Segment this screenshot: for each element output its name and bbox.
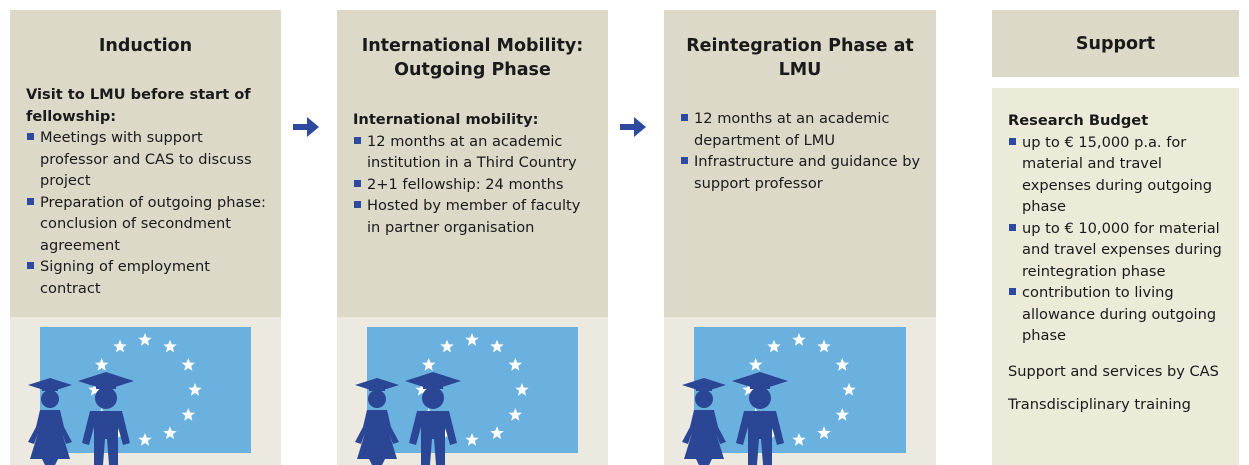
star-icon — [817, 426, 831, 439]
star-icon — [113, 339, 127, 353]
star-icon — [742, 383, 756, 396]
star-icon — [490, 426, 504, 439]
graduates-icon — [355, 372, 461, 465]
star-icon — [163, 426, 177, 439]
eu-flag — [40, 327, 251, 453]
star-icon — [465, 333, 479, 346]
list-item: contribution to living allowance during … — [1008, 282, 1231, 347]
graduates-icon — [28, 372, 134, 465]
star-icon — [138, 433, 152, 446]
arrow-right-icon — [293, 117, 319, 137]
support-panel: Research Budget up to € 15,000 p.a. for … — [992, 88, 1239, 465]
induction-list: Meetings with support professor and CAS … — [26, 127, 271, 299]
graduates-icon — [682, 372, 788, 465]
star-icon — [792, 333, 806, 346]
star-icon — [95, 358, 109, 371]
star-icon — [138, 333, 152, 346]
graduate-figure-part — [695, 390, 713, 408]
graduate-figure-part — [422, 387, 444, 409]
induction-subtitle: Visit to LMU before start of fellowship: — [26, 86, 251, 125]
reintegration-title: Reintegration Phase at LMU — [686, 36, 914, 80]
list-item: Infrastructure and guidance by support p… — [680, 151, 926, 194]
graduate-figure-part — [368, 390, 386, 408]
reintegration-text-area: Reintegration Phase at LMU 12 months at … — [664, 10, 936, 317]
graduate-figure-part — [750, 381, 770, 389]
list-item: up to € 10,000 for material and travel e… — [1008, 218, 1231, 283]
star-icon — [792, 433, 806, 446]
eu-flag — [694, 327, 906, 453]
star-icon — [835, 408, 849, 421]
support-services-text: Support and services by CAS — [1008, 362, 1219, 380]
graduate-figure-part — [82, 411, 130, 465]
star-icon — [515, 383, 529, 396]
graduate-figure-part — [28, 410, 72, 465]
star-icon — [188, 383, 202, 396]
list-item: 12 months at an academic department of L… — [680, 108, 926, 151]
list-item: 12 months at an academic institution in … — [353, 131, 598, 174]
support-title: Support — [1075, 34, 1156, 54]
graduate-figure-part — [736, 411, 784, 465]
list-item: 2+1 fellowship: 24 months — [353, 174, 598, 196]
support-subtitle: Research Budget — [1008, 112, 1149, 129]
graduate-figure-part — [749, 387, 771, 409]
star-icon — [465, 433, 479, 446]
induction-body: Visit to LMU before start of fellowship:… — [26, 84, 271, 299]
eu-flag — [367, 327, 578, 453]
list-item: up to € 15,000 p.a. for material and tra… — [1008, 132, 1231, 218]
mobility-list: 12 months at an academic institution in … — [353, 131, 598, 239]
induction-text-area: Induction Visit to LMU before start of f… — [10, 10, 281, 317]
support-header-panel: Support — [992, 10, 1239, 77]
graduate-figure-part — [41, 390, 59, 408]
mobility-subtitle: International mobility: — [353, 111, 539, 128]
graduate-figure-part — [409, 411, 457, 465]
list-item: Preparation of outgoing phase: conclusio… — [26, 192, 271, 257]
graduate-figure-part — [42, 385, 58, 391]
star-icon — [835, 358, 849, 371]
support-body: Research Budget up to € 15,000 p.a. for … — [1008, 110, 1231, 428]
star-icon — [88, 383, 102, 396]
list-item: Hosted by member of faculty in partner o… — [353, 195, 598, 238]
star-icon — [767, 339, 781, 353]
support-list: up to € 15,000 p.a. for material and tra… — [1008, 132, 1231, 347]
mobility-title: International Mobility: Outgoing Phase — [361, 36, 584, 80]
graduate-figure-part — [696, 385, 712, 391]
star-icon — [181, 358, 195, 371]
list-item: Signing of employment contract — [26, 256, 271, 299]
star-icon — [181, 408, 195, 421]
reintegration-illustration — [664, 317, 936, 465]
star-icon — [415, 383, 429, 396]
star-icon — [422, 358, 436, 371]
mobility-body: International mobility: 12 months at an … — [353, 109, 598, 238]
graduate-figure-part — [95, 387, 117, 409]
star-icon — [842, 383, 856, 396]
star-icon — [749, 358, 763, 371]
arrow-right-icon — [620, 117, 646, 137]
reintegration-panel: Reintegration Phase at LMU 12 months at … — [664, 10, 936, 465]
star-icon — [817, 339, 831, 353]
induction-panel: Induction Visit to LMU before start of f… — [10, 10, 281, 465]
star-icon — [508, 408, 522, 421]
reintegration-list: 12 months at an academic department of L… — [680, 108, 926, 194]
list-item: Meetings with support professor and CAS … — [26, 127, 271, 192]
graduate-figure-part — [423, 381, 443, 389]
training-text: Transdisciplinary training — [1008, 396, 1191, 413]
star-icon — [440, 339, 454, 353]
mobility-text-area: International Mobility: Outgoing Phase I… — [337, 10, 608, 317]
induction-title: Induction — [98, 36, 193, 56]
graduate-figure-part — [369, 385, 385, 391]
star-icon — [163, 339, 177, 353]
reintegration-body: 12 months at an academic department of L… — [680, 108, 926, 194]
graduate-figure-part — [96, 381, 116, 389]
mobility-panel: International Mobility: Outgoing Phase I… — [337, 10, 608, 465]
induction-illustration — [10, 317, 281, 465]
mobility-illustration — [337, 317, 608, 465]
graduate-figure-part — [355, 410, 399, 465]
graduate-figure-part — [682, 410, 726, 465]
star-icon — [508, 358, 522, 371]
star-icon — [490, 339, 504, 353]
